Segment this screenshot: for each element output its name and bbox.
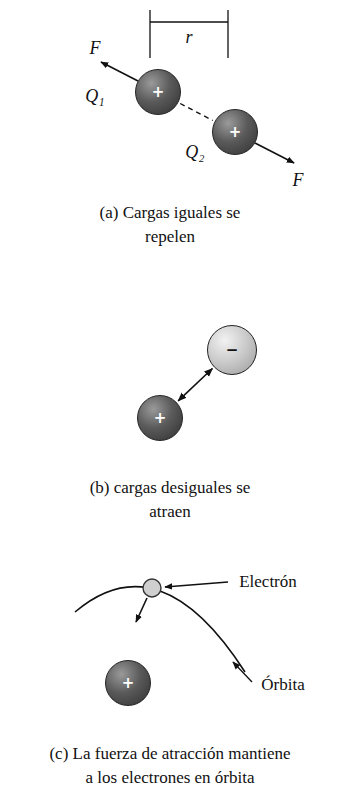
dimension-tick bbox=[149, 10, 150, 58]
dimension-line bbox=[150, 21, 228, 22]
force-arrow bbox=[255, 143, 294, 163]
orbit-path bbox=[75, 587, 245, 672]
charge-label: Q₂ bbox=[185, 140, 204, 165]
charge-sign: + bbox=[122, 676, 135, 691]
dimension-tick bbox=[227, 10, 228, 58]
force-arrow bbox=[101, 62, 138, 81]
force-label: F bbox=[90, 36, 101, 61]
part-label: Órbita bbox=[261, 673, 304, 697]
electron bbox=[143, 579, 161, 597]
panel-caption: (c) La fuerza de atracción mantiene a lo… bbox=[45, 742, 295, 790]
charge-sphere: + bbox=[137, 395, 183, 441]
part-label: Electrón bbox=[239, 570, 297, 594]
force-label: F bbox=[293, 168, 304, 193]
leader-line bbox=[165, 582, 228, 587]
charge-label: Q₁ bbox=[85, 84, 104, 109]
attraction-arrow bbox=[178, 369, 212, 401]
center-line bbox=[180, 104, 213, 121]
panel-caption: (a) Cargas iguales se repelen bbox=[96, 201, 244, 249]
panel-caption: (b) cargas desiguales se atraen bbox=[88, 476, 253, 524]
leader-line bbox=[233, 662, 252, 682]
charge-sphere: + bbox=[212, 109, 258, 155]
charge-sphere: + bbox=[105, 660, 151, 706]
charge-sign: − bbox=[226, 343, 239, 358]
charge-sphere: + bbox=[135, 69, 181, 115]
charge-sign: + bbox=[229, 125, 242, 140]
charge-sign: + bbox=[152, 85, 165, 100]
distance-label: r bbox=[185, 25, 192, 50]
attraction-arrow bbox=[136, 598, 147, 622]
charge-sphere: − bbox=[207, 325, 257, 375]
charge-sign: + bbox=[154, 411, 167, 426]
